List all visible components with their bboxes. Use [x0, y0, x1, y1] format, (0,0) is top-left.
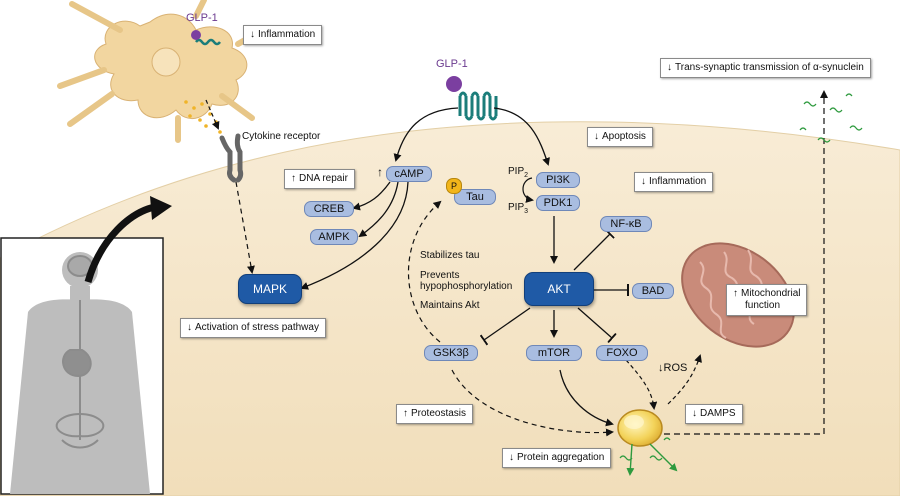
- glp1-label-main: GLP-1: [436, 58, 468, 70]
- callout-arrow: ↓: [187, 322, 192, 333]
- glp1-receptor-icon: [458, 91, 498, 121]
- callout-arrow: ↓: [667, 62, 672, 73]
- pip3-text: PIP: [508, 202, 525, 213]
- cytokine-receptor-icon: [219, 133, 244, 183]
- gsk-effect-maintains: Maintains Akt: [420, 300, 480, 311]
- callout-arrow: ↑: [733, 288, 738, 299]
- node-foxo: FOXO: [596, 345, 648, 361]
- callout-inflammation-top: ↓Inflammation: [243, 25, 323, 45]
- callout-apoptosis: ↓Apoptosis: [587, 127, 653, 147]
- camp-up-arrow: ↑: [377, 165, 383, 179]
- node-tau: Tau: [454, 189, 496, 205]
- callout-text: Trans-synaptic transmission of α-synucle…: [675, 62, 864, 73]
- cytokine-receptor-label: Cytokine receptor: [242, 131, 321, 142]
- node-creb: CREB: [304, 201, 354, 217]
- callout-dna-repair: ↑DNA repair: [284, 169, 355, 189]
- glp1-ligand: [446, 76, 462, 92]
- node-pi3k: PI3K: [536, 172, 580, 188]
- node-mtor: mTOR: [526, 345, 582, 361]
- small-glp1-ligand: [191, 30, 201, 40]
- callout-arrow: ↓: [692, 408, 697, 419]
- pip2-text: PIP: [508, 166, 525, 177]
- callout-inflammation-mid: ↓Inflammation: [634, 172, 714, 192]
- callout-text: DAMPS: [700, 408, 736, 419]
- callout-arrow: ↓: [594, 131, 599, 142]
- callout-text: Inflammation: [258, 29, 316, 40]
- callout-text: Apoptosis: [602, 131, 646, 142]
- aggregate-vesicle-icon: [617, 409, 663, 447]
- glial-cell-icon: [57, 0, 269, 143]
- callout-arrow: ↓: [250, 29, 255, 40]
- pip3-label: PIP3: [508, 202, 528, 218]
- node-pdk1: PDK1: [536, 195, 580, 211]
- callout-stress-pathway: ↓Activation of stress pathway: [180, 318, 326, 338]
- callout-text: DNA repair: [299, 173, 348, 184]
- gsk-effect-prevents: Prevents: [420, 270, 460, 281]
- pip3-sub: 3: [524, 208, 529, 215]
- cell-membrane: [0, 121, 900, 496]
- callout-damps: ↓DAMPS: [685, 404, 743, 424]
- callout-text: Protein aggregation: [517, 452, 605, 463]
- callout-text: Inflammation: [649, 176, 707, 187]
- callout-proteostasis: ↑Proteostasis: [396, 404, 474, 424]
- callout-text: Activation of stress pathway: [195, 322, 319, 333]
- callout-arrow: ↓: [509, 452, 514, 463]
- node-camp: cAMP: [386, 166, 432, 182]
- gsk-effect-hypophosphorylation: hypophosphorylation: [420, 281, 513, 292]
- body-to-cell-arrow: [84, 202, 161, 283]
- callout-text-line2: function: [745, 300, 781, 311]
- node-gsk3b: GSK3β: [424, 345, 478, 361]
- callout-text: Proteostasis: [411, 408, 467, 419]
- callout-arrow: ↑: [291, 173, 296, 184]
- callout-protein-aggregation: ↓Protein aggregation: [502, 448, 612, 468]
- callout-trans-synaptic: ↓Trans-synaptic transmission of α-synucl…: [660, 58, 871, 78]
- node-ampk: AMPK: [310, 229, 358, 245]
- pip2-sub: 2: [524, 172, 529, 179]
- small-glp1-receptor: [195, 38, 221, 46]
- node-mapk: MAPK: [238, 274, 302, 304]
- callout-arrow: ↑: [403, 408, 408, 419]
- pip2-label: PIP2: [508, 166, 528, 182]
- ros-label: ↓ROS: [658, 362, 688, 374]
- synuclein-squiggles: [619, 93, 863, 461]
- organs-icon: [55, 255, 105, 449]
- callout-text: Mitochondrial: [741, 288, 801, 299]
- callout-arrow: ↓: [641, 176, 646, 187]
- glp1-label-top: GLP-1: [186, 12, 218, 24]
- node-bad: BAD: [632, 283, 674, 299]
- phospho-badge: P: [446, 178, 462, 194]
- node-nfkb: NF-κB: [600, 216, 652, 232]
- gsk-effect-stabilizes: Stabilizes tau: [420, 250, 480, 261]
- node-akt: AKT: [524, 272, 594, 306]
